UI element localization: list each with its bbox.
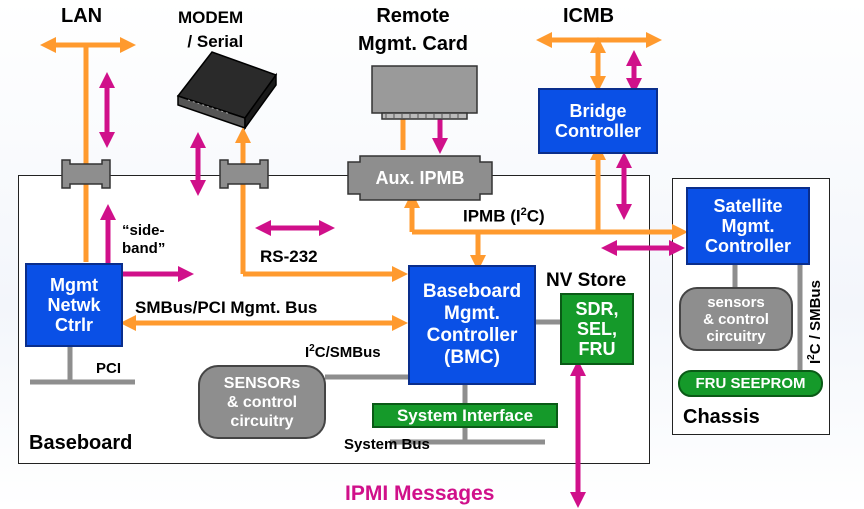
system-interface-box: System Interface [372,403,558,428]
remote-card-label: Remote Mgmt. Card [358,5,468,55]
lan-label: LAN [61,5,103,27]
bridge-controller: Bridge Controller [538,88,658,154]
fru-seeprom-box: FRU SEEPROM [678,370,823,397]
nv-store-box: SDR, SEL, FRU [560,293,634,365]
mgmt-netwk-ctrlr: Mgmt Netwk Ctrlr [25,263,123,347]
remote-card-icon [371,65,478,120]
pci-label: PCI [96,360,122,377]
smbus-pci-label: SMBus/PCI Mgmt. Bus [135,298,318,317]
satellite-mgmt-controller: Satellite Mgmt. Controller [686,187,810,265]
ipmi-messages-label: IPMI Messages [345,482,495,505]
aux-ipmb-connector [347,155,493,201]
baseboard-label: Baseboard [29,432,133,454]
nv-store-label: NV Store [546,270,627,291]
aux-ipmb-label: Aux. IPMB [375,168,465,188]
rs232-label: RS-232 [260,247,318,266]
lan-connector [61,159,111,189]
modem-label: MODEM / Serial [178,8,244,51]
icmb-label: ICMB [563,5,615,27]
serial-connector [219,159,269,189]
bmc-box: Baseboard Mgmt. Controller (BMC) [408,265,536,385]
sensors-box: SENSORs & control circuitry [198,365,326,439]
chassis-sensors-box: sensors & control circuitry [679,287,793,351]
i2c-smbus-label: I2C/SMBus [305,343,381,361]
side-band-label: “side- band” [122,222,166,257]
ipmb-label: IPMB (I2C) [463,206,545,226]
chassis-label: Chassis [683,406,760,428]
modem-icon [176,51,278,131]
side-i2c-smbus-label: I2C / SMBus [806,280,824,364]
system-bus-label: System Bus [344,436,430,453]
